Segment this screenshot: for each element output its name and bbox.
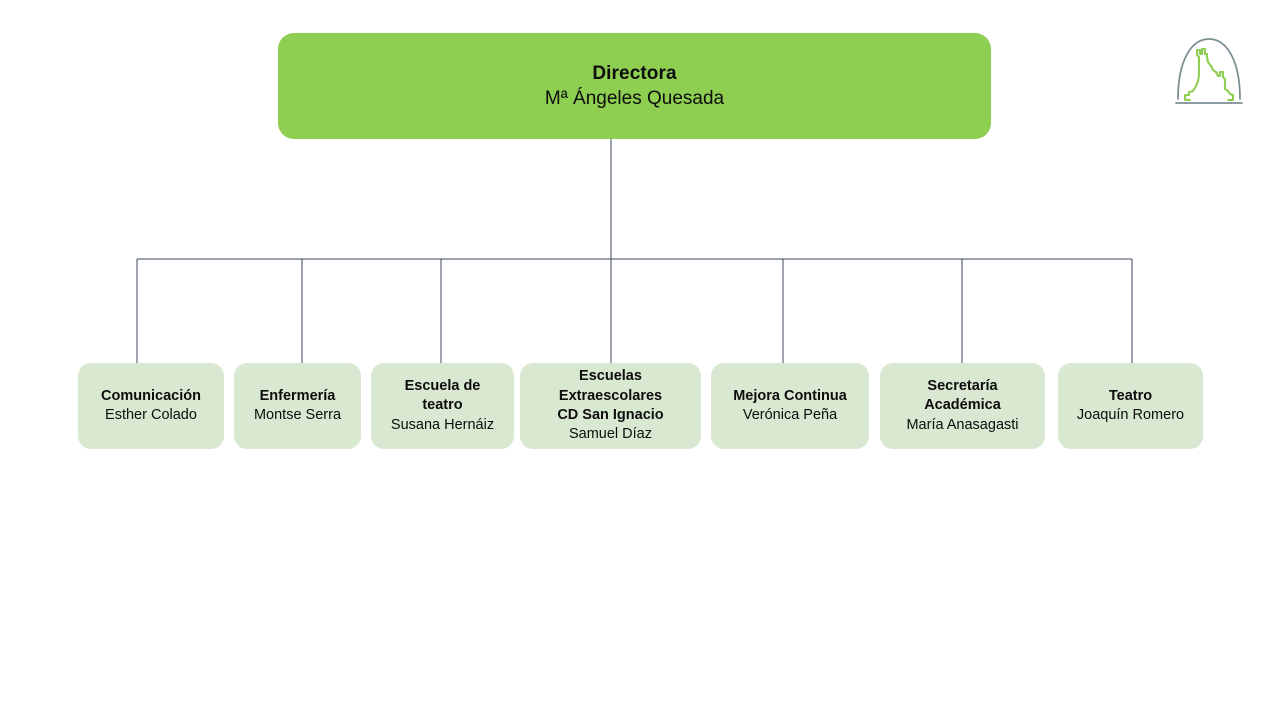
org-node-role-line-1: Secretaría xyxy=(927,377,998,394)
org-node-person: Esther Colado xyxy=(105,407,197,423)
org-node-person: Mª Ángeles Quesada xyxy=(544,88,725,109)
org-node-directora[interactable]: Directora Mª Ángeles Quesada xyxy=(278,33,991,139)
org-node-role-line-1: Teatro xyxy=(1108,387,1153,404)
org-node-role-line-1: Mejora Continua xyxy=(733,387,847,404)
org-node-enfermeria[interactable]: Enfermería Montse Serra xyxy=(234,363,361,449)
org-node-teatro[interactable]: Teatro Joaquín Romero xyxy=(1058,363,1203,449)
org-node-role-line-1: Comunicación xyxy=(101,387,201,404)
org-node-role-line-2: Académica xyxy=(924,397,1001,414)
org-node-person: María Anasagasti xyxy=(906,416,1019,433)
org-node-mejora-continua[interactable]: Mejora Continua Verónica Peña xyxy=(711,363,869,449)
org-node-role-line-2: teatro xyxy=(422,397,463,414)
org-node-person: Susana Hernáiz xyxy=(390,416,495,433)
org-node-escuelas-extraescolares[interactable]: Escuelas Extraescolares CD San Ignacio S… xyxy=(520,363,701,449)
org-node-person: Verónica Peña xyxy=(742,407,838,423)
school-arch-logo-icon xyxy=(1175,38,1243,104)
org-node-person: Joaquín Romero xyxy=(1076,407,1185,423)
org-node-person: Samuel Díaz xyxy=(568,426,652,443)
org-node-role-line-1: Enfermería xyxy=(259,387,336,404)
org-node-escuela-de-teatro[interactable]: Escuela de teatro Susana Hernáiz xyxy=(371,363,514,449)
org-node-comunicacion[interactable]: Comunicación Esther Colado xyxy=(78,363,224,449)
org-node-role-line-2: Extraescolares xyxy=(558,387,663,404)
org-node-role-line-1: Escuelas xyxy=(579,368,642,385)
org-node-secretaria-academica[interactable]: Secretaría Académica María Anasagasti xyxy=(880,363,1045,449)
org-node-role: Directora xyxy=(592,62,677,84)
org-node-person: Montse Serra xyxy=(253,407,342,423)
org-node-role-line-3: CD San Ignacio xyxy=(557,407,664,423)
org-node-role-line-1: Escuela de xyxy=(404,377,481,394)
